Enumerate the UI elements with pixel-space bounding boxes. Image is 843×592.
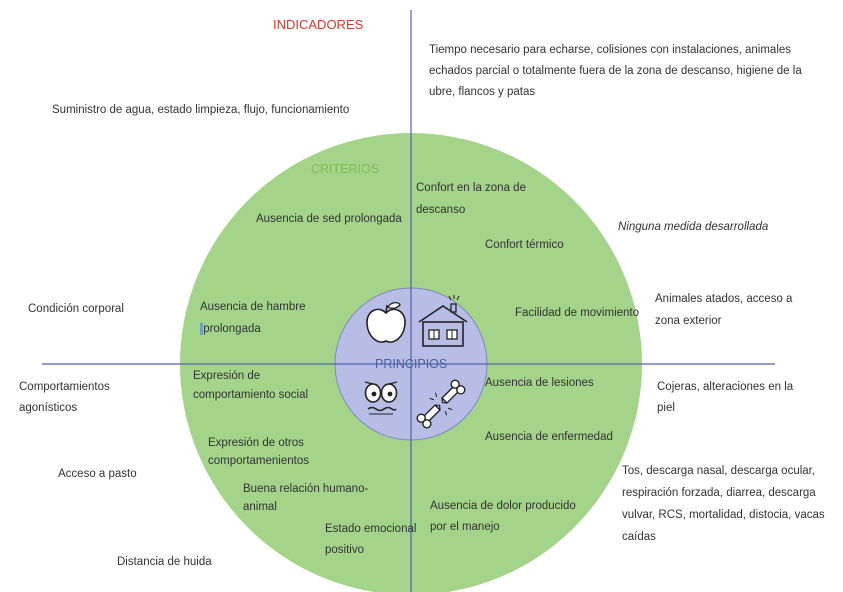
criterio-hambre-line1: Ausencia de hambre: [200, 301, 306, 313]
indicador-tiempo-line1: Tiempo necesario para echarse, colisione…: [429, 44, 792, 56]
indicador-pasto: Acceso a pasto: [58, 468, 137, 480]
criterio-dolor-line2: por el manejo: [430, 521, 500, 533]
criterio-confort-descanso-line2: descanso: [416, 204, 466, 216]
criterio-otros-line1: Expresión de otros: [208, 437, 304, 449]
criterio-confort-termico: Confort térmico: [485, 239, 564, 251]
indicador-agonisticos-line1: Comportamientos: [19, 381, 110, 393]
indicador-atados-line2: zona exterior: [655, 315, 722, 327]
criterios-label: CRITERIOS: [311, 162, 380, 176]
criterio-emocional-line2: positivo: [325, 544, 364, 556]
criterio-social-line1: Expresión de: [193, 370, 261, 382]
indicador-tos-line2: respiración forzada, diarrea, descarga: [622, 487, 816, 499]
criterio-sed: Ausencia de sed prolongada: [256, 213, 402, 225]
criterio-humano-line2: animal: [243, 501, 277, 513]
indicador-agonisticos-line2: agonísticos: [19, 402, 78, 414]
indicador-cojeras-line1: Cojeras, alteraciones en la: [657, 381, 794, 393]
indicador-ninguna: Ninguna medida desarrollada: [618, 221, 769, 233]
criterio-emocional-line1: Estado emocional: [325, 523, 417, 535]
criterio-dolor-line1: Ausencia de dolor producido: [430, 500, 576, 512]
principios-label: PRINCIPIOS: [375, 357, 448, 371]
worried-face-icon: [364, 381, 398, 415]
broken-bone-icon: [416, 379, 466, 429]
indicador-tos-line1: Tos, descarga nasal, descarga ocular,: [622, 465, 816, 477]
criterio-hambre-text2: prolongada: [203, 323, 261, 335]
criterio-otros-line2: comportamenientos: [208, 455, 309, 467]
indicador-agua: Suministro de agua, estado limpieza, flu…: [52, 104, 350, 116]
indicador-tos-line4: caídas: [622, 531, 656, 543]
indicador-condicion: Condición corporal: [28, 303, 124, 315]
criterio-lesiones: Ausencia de lesiones: [485, 377, 594, 389]
house-icon: [418, 295, 468, 347]
criterio-enfermedad: Ausencia de enfermedad: [485, 431, 613, 443]
indicador-atados-line1: Animales atados, acceso a: [655, 293, 793, 305]
criterio-confort-descanso-line1: Confort en la zona de: [416, 182, 526, 194]
apple-icon: [366, 301, 406, 343]
indicador-cojeras-line2: piel: [657, 402, 675, 414]
indicador-huida: Distancia de huida: [117, 556, 212, 568]
criterio-social-line2: comportamiento social: [193, 389, 309, 401]
criterio-hambre-line2: prolongada: [200, 320, 261, 339]
indicador-tiempo-line3: ubre, flancos y patas: [429, 86, 536, 98]
criterio-movimiento: Facilidad de movimiento: [515, 307, 640, 319]
indicador-tos-line3: vulvar, RCS, mortalidad, distocia, vacas: [622, 509, 825, 521]
indicador-tiempo-line2: echados parcial o totalmente fuera de la…: [429, 65, 802, 77]
criterio-humano-line1: Buena relación humano-: [243, 483, 369, 495]
highlight-mark: [200, 323, 204, 335]
indicadores-label: INDICADORES: [273, 17, 364, 32]
